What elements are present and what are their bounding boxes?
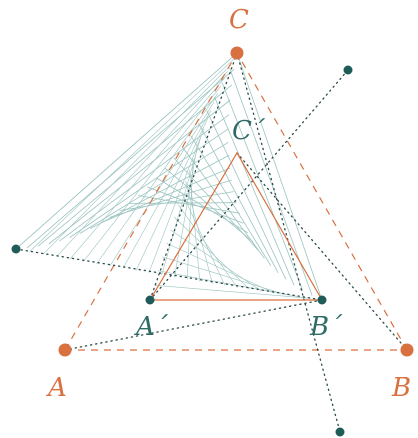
mesh-line <box>164 167 254 243</box>
mesh-line <box>156 177 249 234</box>
dotted-line-3 <box>236 52 341 433</box>
mesh-line <box>162 256 287 296</box>
point-c <box>230 46 244 60</box>
point-left <box>11 244 21 254</box>
mesh-line <box>109 179 232 218</box>
label-c: C <box>229 5 249 35</box>
mesh-line <box>29 58 235 252</box>
mesh-line <box>173 216 250 290</box>
mesh-line <box>206 110 287 280</box>
mesh-line <box>83 85 222 262</box>
mesh-line <box>135 118 208 271</box>
mesh-line <box>42 64 231 255</box>
label-a: A <box>46 373 67 403</box>
point-b-prime <box>317 295 327 305</box>
mesh-line <box>214 96 295 286</box>
mesh-line <box>161 138 201 276</box>
mesh-line <box>221 82 304 291</box>
inner-triangle <box>148 151 324 301</box>
mesh-line <box>166 242 275 294</box>
mesh-line <box>181 192 226 286</box>
mesh-line <box>109 101 215 267</box>
dotted-line-4 <box>149 52 238 301</box>
mesh-line <box>148 128 205 274</box>
mesh-line <box>99 167 231 224</box>
mesh-line <box>186 158 194 280</box>
mesh-line <box>174 148 198 278</box>
label-b: B <box>391 373 411 403</box>
mesh-line <box>154 284 311 299</box>
mesh-line <box>56 71 228 257</box>
point-top-right <box>343 65 353 75</box>
mesh-line <box>128 202 237 204</box>
mesh-line <box>119 191 234 211</box>
dotted-line-6 <box>236 152 408 351</box>
point-a <box>58 343 72 357</box>
outer-side-ac <box>64 52 238 351</box>
mesh-line <box>37 84 233 247</box>
outer-side-bc <box>236 52 408 351</box>
mesh-line <box>177 204 238 288</box>
mesh-line <box>69 128 229 238</box>
label-b-prime: B´ <box>309 312 343 342</box>
dotted-line-2 <box>149 69 349 301</box>
point-a-prime <box>145 295 155 305</box>
mesh-line <box>229 68 313 296</box>
mesh-line <box>90 155 230 229</box>
mesh-line <box>15 52 238 250</box>
mesh-line <box>59 114 230 242</box>
label-a-prime: A´ <box>134 312 169 342</box>
ruled-surface-mesh <box>15 52 323 301</box>
mesh-line <box>26 68 235 249</box>
mesh-line <box>138 195 240 214</box>
mesh-line <box>122 110 212 269</box>
dotted-line-1 <box>64 299 323 351</box>
point-b <box>400 343 414 357</box>
mesh-line <box>96 93 218 264</box>
label-c-prime: C´ <box>232 116 266 146</box>
mesh-line <box>158 270 299 297</box>
mesh-line <box>69 78 225 260</box>
point-bottom <box>335 427 345 437</box>
mesh-line <box>236 52 323 301</box>
dotted-line-5 <box>15 248 323 301</box>
mesh-line <box>185 180 213 284</box>
